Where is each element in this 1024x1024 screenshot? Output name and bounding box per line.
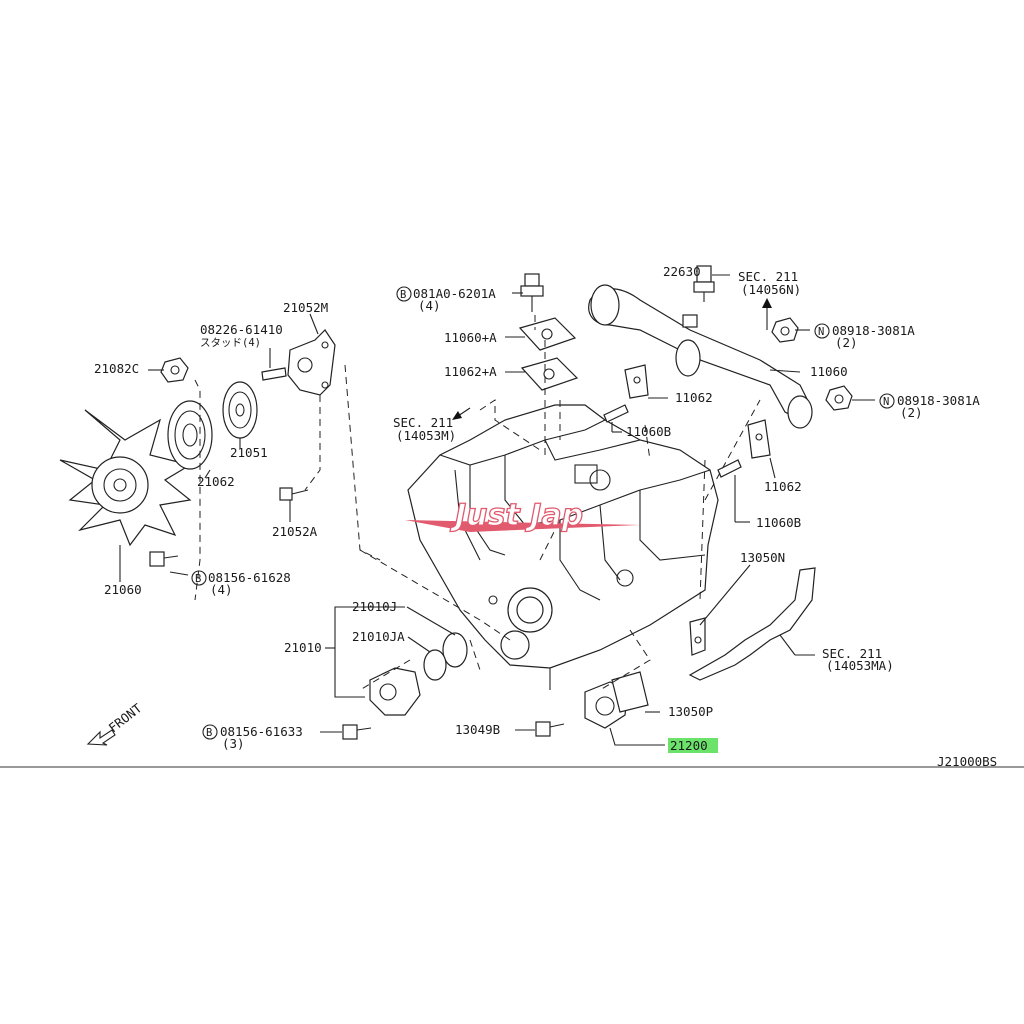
label-11060: 11060 xyxy=(810,364,848,379)
gasket-11060a xyxy=(518,317,577,351)
label-sec211-top-ref: (14056N) xyxy=(741,282,801,297)
svg-text:B: B xyxy=(206,727,212,739)
bracket-21052m xyxy=(287,329,336,396)
label-21010: 21010 xyxy=(284,640,322,655)
water-pump-21010 xyxy=(369,667,421,716)
label-sec211-top: SEC. 211 xyxy=(738,269,798,284)
label-bolt-08156b: 08156-61633 xyxy=(220,724,303,739)
marker-b-08156a: B xyxy=(191,570,207,586)
o-ring-21010ja xyxy=(423,649,447,681)
label-21052m: 21052M xyxy=(283,300,328,315)
svg-text:Just Jap: Just Jap xyxy=(450,498,583,533)
label-11062-upper: 11062 xyxy=(675,390,713,405)
guide-lines xyxy=(194,315,761,691)
label-nut-08918-lower-qty: (2) xyxy=(900,405,923,420)
nut-08918-lower xyxy=(825,385,853,411)
part-highlight xyxy=(668,738,718,753)
label-11062a: 11062+A xyxy=(444,364,497,379)
label-21010j: 21010J xyxy=(352,599,397,614)
label-front: FRONT xyxy=(106,700,145,735)
label-stud-jp: スタッド(4) xyxy=(200,337,261,349)
label-11060a: 11060+A xyxy=(444,330,497,345)
label-nut-08918-upper-qty: (2) xyxy=(835,335,858,350)
svg-text:N: N xyxy=(883,396,889,408)
label-21052a: 21052A xyxy=(272,524,318,539)
water-outlet-pipe xyxy=(588,284,813,429)
diagram-code: J21000BS xyxy=(937,754,997,769)
bolt-081a0 xyxy=(520,273,544,312)
fan-coupling-21062 xyxy=(167,400,213,470)
label-nut-08918-lower: 08918-3081A xyxy=(897,393,980,408)
stud-08226 xyxy=(261,367,287,381)
arrow-up-icon xyxy=(762,298,772,330)
pulley-21051 xyxy=(222,381,258,439)
label-bolt-08156b-qty: (3) xyxy=(222,736,245,751)
stud-11060b-upper xyxy=(603,404,629,423)
label-21062: 21062 xyxy=(197,474,235,489)
bolt-21052a xyxy=(279,487,309,501)
stud-11060b-lower xyxy=(717,459,742,478)
engine-block xyxy=(407,404,719,690)
marker-b-081a0: B xyxy=(396,286,412,302)
label-21060: 21060 xyxy=(104,582,142,597)
label-11060b-lower: 11060B xyxy=(756,515,801,530)
label-11062-lower: 11062 xyxy=(764,479,802,494)
o-ring-21010j xyxy=(442,632,468,668)
label-13050n: 13050N xyxy=(740,550,785,565)
nut-08918-upper xyxy=(771,317,799,343)
cooling-fan-21060 xyxy=(59,409,192,547)
bolt-13049b xyxy=(535,721,565,737)
svg-text:B: B xyxy=(195,573,201,585)
bolt-08156-61628 xyxy=(149,551,179,567)
marker-n-upper: N xyxy=(814,323,830,339)
label-bolt-08156a: 08156-61628 xyxy=(208,570,291,585)
label-13050p: 13050P xyxy=(668,704,713,719)
label-sec211-mid-ref: (14053M) xyxy=(396,428,456,443)
label-sec211-low: SEC. 211 xyxy=(822,646,882,661)
part-labels: 22630 SEC. 211 (14056N) 081A0-6201A (4) … xyxy=(94,264,997,769)
label-sec211-low-ref: (14053MA) xyxy=(826,658,894,673)
leader-lines xyxy=(119,292,875,746)
label-21051: 21051 xyxy=(230,445,268,460)
temperature-sensor-22630 xyxy=(693,265,730,302)
marker-n-lower: N xyxy=(879,393,895,409)
watermark-logo: Just Jap xyxy=(405,497,640,534)
svg-text:B: B xyxy=(400,289,406,301)
gasket-11062a xyxy=(520,357,579,391)
arrow-left-icon xyxy=(452,407,471,420)
label-11060b-upper: 11060B xyxy=(626,424,671,439)
label-21082c: 21082C xyxy=(94,361,139,376)
gasket-13050p xyxy=(611,671,649,713)
label-bolt-081a0-qty: (4) xyxy=(418,298,441,313)
label-sec211-mid: SEC. 211 xyxy=(393,415,453,430)
label-21200: 21200 xyxy=(670,738,708,753)
bolt-08156-61633 xyxy=(342,724,372,740)
label-22630: 22630 xyxy=(663,264,701,279)
gasket-11062-lower xyxy=(747,419,771,459)
label-bolt-081a0: 081A0-6201A xyxy=(413,286,496,301)
label-21010ja: 21010JA xyxy=(352,629,405,644)
gasket-11062-upper xyxy=(624,364,649,399)
label-13049b: 13049B xyxy=(455,722,500,737)
marker-b-08156b: B xyxy=(202,724,218,740)
label-bolt-08156a-qty: (4) xyxy=(210,582,233,597)
bypass-pipe xyxy=(688,567,816,681)
front-arrow-icon xyxy=(86,729,116,746)
label-nut-08918-upper: 08918-3081A xyxy=(832,323,915,338)
nut-21082c xyxy=(160,357,189,383)
label-stud-08226: 08226-61410 xyxy=(200,322,283,337)
svg-text:N: N xyxy=(818,326,824,338)
